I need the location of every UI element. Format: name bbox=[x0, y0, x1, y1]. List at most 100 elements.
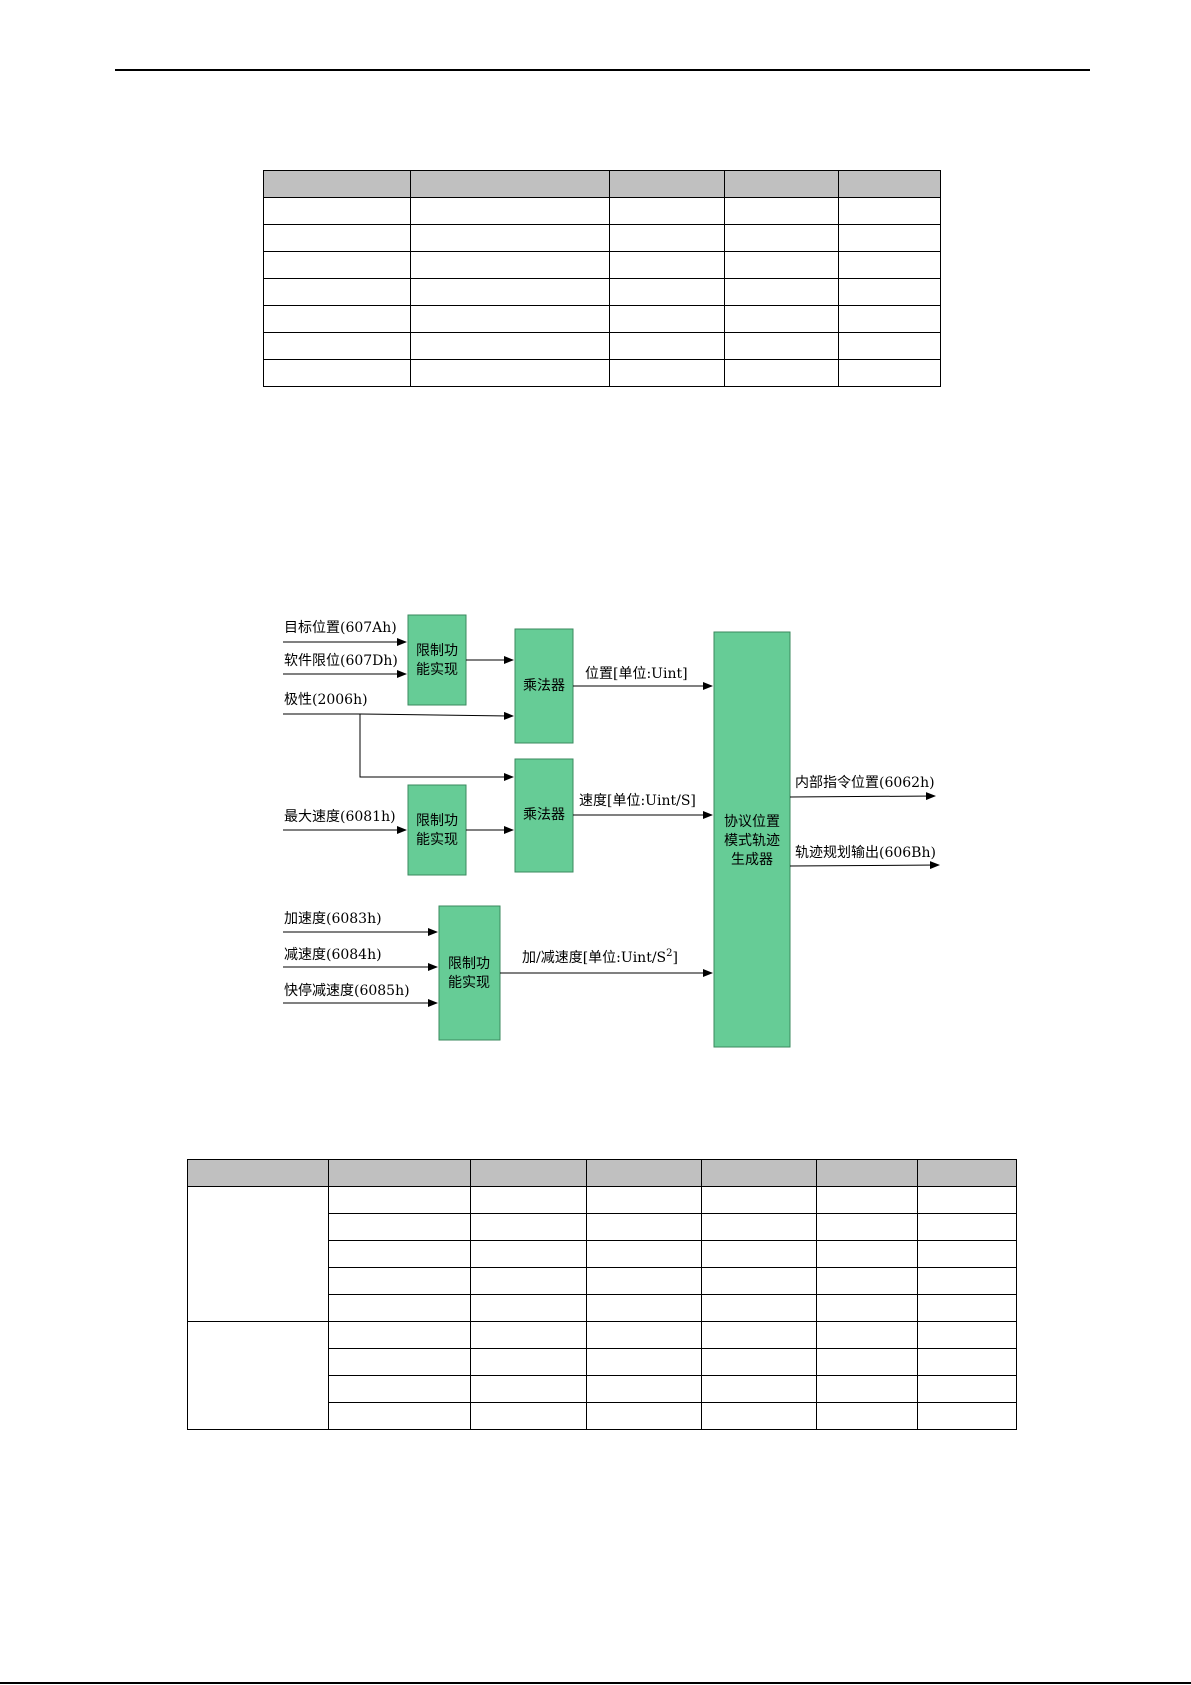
table-cell bbox=[586, 1348, 702, 1376]
table-row bbox=[188, 1348, 1017, 1376]
table-cell bbox=[586, 1240, 702, 1268]
table-row bbox=[187, 1321, 1017, 1430]
limit-block-2-line-2: 能实现 bbox=[416, 832, 458, 848]
table-cell bbox=[917, 1348, 1017, 1376]
generator-line-1: 协议位置 bbox=[724, 814, 780, 830]
header-cell bbox=[609, 170, 725, 198]
table-cell bbox=[816, 1267, 918, 1295]
table-cell bbox=[470, 1294, 587, 1322]
header-cell bbox=[917, 1159, 1017, 1187]
signal-speed-label: 速度[单位:Uint/S] bbox=[579, 793, 696, 809]
header-cell bbox=[263, 170, 411, 198]
table-cell bbox=[701, 1402, 817, 1430]
table-cell bbox=[470, 1321, 587, 1349]
table-cell bbox=[816, 1321, 918, 1349]
output-internal-position: 内部指令位置(6062h) bbox=[795, 775, 935, 791]
table-cell bbox=[263, 251, 411, 279]
table-cell bbox=[917, 1321, 1017, 1349]
table-cell bbox=[816, 1186, 918, 1214]
table-row bbox=[263, 278, 941, 306]
table-cell bbox=[328, 1321, 471, 1349]
limit-block-2-line-1: 限制功 bbox=[416, 813, 458, 829]
input-acceleration: 加速度(6083h) bbox=[284, 911, 382, 927]
table-cell bbox=[328, 1294, 471, 1322]
header-cell bbox=[816, 1159, 918, 1187]
header-cell bbox=[701, 1159, 817, 1187]
table-row bbox=[188, 1213, 1017, 1241]
table-row bbox=[263, 305, 941, 333]
table-cell bbox=[470, 1348, 587, 1376]
table-cell bbox=[328, 1348, 471, 1376]
table-cell bbox=[838, 332, 941, 360]
table-row bbox=[188, 1402, 1017, 1430]
table-cell bbox=[410, 305, 610, 333]
signal-position-label: 位置[单位:Uint] bbox=[585, 666, 688, 682]
table-cell bbox=[328, 1375, 471, 1403]
output-trajectory: 轨迹规划输出(606Bh) bbox=[795, 845, 936, 861]
table-cell bbox=[328, 1240, 471, 1268]
table-cell bbox=[586, 1375, 702, 1403]
table-cell bbox=[917, 1186, 1017, 1214]
table-cell bbox=[838, 251, 941, 279]
table-cell bbox=[701, 1240, 817, 1268]
table-cell bbox=[410, 278, 610, 306]
table-row bbox=[187, 1186, 1017, 1322]
multiplier-block-1-label: 乘法器 bbox=[523, 678, 565, 694]
table-cell bbox=[586, 1321, 702, 1349]
header-cell bbox=[586, 1159, 702, 1187]
table-cell bbox=[263, 359, 411, 387]
table-cell bbox=[701, 1186, 817, 1214]
multiplier-block-1: 乘法器 bbox=[514, 628, 574, 744]
table-cell bbox=[917, 1294, 1017, 1322]
multiplier-block-2: 乘法器 bbox=[514, 758, 574, 873]
table-cell bbox=[816, 1402, 918, 1430]
table-cell bbox=[838, 197, 941, 225]
table-cell bbox=[701, 1375, 817, 1403]
group-cell bbox=[187, 1321, 329, 1430]
footer-rule bbox=[0, 1682, 1191, 1684]
table-cell bbox=[724, 332, 839, 360]
table-cell bbox=[586, 1294, 702, 1322]
table-row bbox=[188, 1375, 1017, 1403]
table-cell bbox=[328, 1186, 471, 1214]
table-row bbox=[263, 359, 941, 387]
table-cell bbox=[586, 1213, 702, 1241]
table-cell bbox=[410, 251, 610, 279]
table-cell bbox=[701, 1267, 817, 1295]
table-cell bbox=[917, 1267, 1017, 1295]
table-row bbox=[188, 1267, 1017, 1295]
table-cell bbox=[263, 305, 411, 333]
table-cell bbox=[701, 1348, 817, 1376]
group-cell bbox=[187, 1186, 329, 1322]
limit-block-3-line-2: 能实现 bbox=[448, 975, 490, 991]
table-cell bbox=[701, 1321, 817, 1349]
table-cell bbox=[701, 1213, 817, 1241]
signal-accel-decel-label: 加/减速度[单位:Uint/S2] bbox=[522, 948, 678, 966]
table-header-row bbox=[263, 170, 941, 198]
input-deceleration: 减速度(6084h) bbox=[284, 947, 382, 963]
table-cell bbox=[701, 1294, 817, 1322]
table-cell bbox=[470, 1267, 587, 1295]
limit-block-2: 限制功 能实现 bbox=[407, 784, 467, 876]
table-cell bbox=[328, 1402, 471, 1430]
header-rule bbox=[115, 69, 1090, 71]
table-row bbox=[263, 224, 941, 252]
table-cell bbox=[586, 1267, 702, 1295]
input-target-position: 目标位置(607Ah) bbox=[284, 620, 397, 636]
multiplier-block-2-label: 乘法器 bbox=[523, 807, 565, 823]
table-cell bbox=[328, 1267, 471, 1295]
generator-line-2: 模式轨迹 bbox=[724, 833, 780, 849]
limit-block-1-line-1: 限制功 bbox=[416, 643, 458, 659]
table-cell bbox=[816, 1348, 918, 1376]
limit-block-3: 限制功 能实现 bbox=[438, 905, 501, 1041]
table-cell bbox=[328, 1213, 471, 1241]
table-cell bbox=[816, 1213, 918, 1241]
parameter-table-2 bbox=[187, 1159, 1017, 1430]
input-max-speed: 最大速度(6081h) bbox=[284, 809, 396, 825]
generator-line-3: 生成器 bbox=[731, 852, 773, 868]
table-cell bbox=[724, 359, 839, 387]
input-quick-stop-deceleration: 快停减速度(6085h) bbox=[284, 982, 410, 999]
table-cell bbox=[470, 1375, 587, 1403]
header-cell bbox=[328, 1159, 471, 1187]
